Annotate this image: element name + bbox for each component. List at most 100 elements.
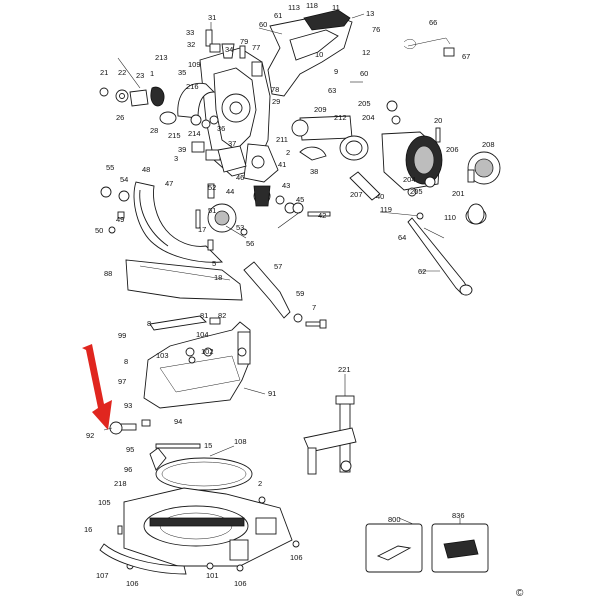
part-label: 37: [228, 139, 236, 148]
part-label: 800: [388, 515, 401, 524]
part-label: 96: [124, 465, 132, 474]
part-label: 119: [380, 205, 392, 214]
part-label: 32: [187, 40, 195, 49]
part-label: 66: [429, 18, 437, 27]
part-label: 60: [259, 20, 267, 29]
part-label: 46: [236, 173, 244, 182]
part-label: 29: [272, 97, 280, 106]
part-label: 9: [334, 67, 338, 76]
part-label: 47: [165, 179, 173, 188]
part-label: 113: [288, 3, 300, 12]
part-label: 102: [201, 347, 214, 356]
part-label: 17: [198, 225, 206, 234]
part-label: 44: [226, 187, 234, 196]
part-label: 34: [225, 45, 233, 54]
part-label: 213: [155, 53, 168, 62]
part-label: 77: [252, 43, 260, 52]
part-label: 48: [142, 165, 150, 174]
part-label: 76: [372, 25, 380, 34]
part-label: 42: [318, 211, 326, 220]
part-label: 81: [200, 311, 208, 320]
part-label: 64: [398, 233, 406, 242]
part-label: 205: [410, 187, 423, 196]
part-label: 118: [306, 1, 318, 10]
part-label: 108: [234, 437, 247, 446]
part-label: 56: [246, 239, 254, 248]
part-label: 94: [174, 417, 182, 426]
part-label: 12: [362, 48, 370, 57]
part-label: 18: [214, 273, 222, 282]
part-label: 2: [286, 148, 290, 157]
part-label: 204: [362, 113, 375, 122]
part-label: 26: [116, 113, 124, 122]
part-label: 15: [204, 441, 212, 450]
part-label: 2: [258, 479, 262, 488]
part-label: 53: [236, 223, 244, 232]
part-label: 215: [168, 131, 181, 140]
part-label: 1: [150, 69, 154, 78]
part-label: 95: [126, 445, 134, 454]
part-label: 55: [106, 163, 114, 172]
part-label: 218: [114, 479, 127, 488]
part-label: 207: [350, 190, 363, 199]
part-label: 88: [104, 269, 112, 278]
part-label: 31: [208, 13, 216, 22]
part-label: 16: [84, 525, 92, 534]
part-label: 106: [290, 553, 303, 562]
part-label: 52: [208, 183, 216, 192]
part-label: 221: [338, 365, 351, 374]
part-label: 99: [118, 331, 126, 340]
part-label: 61: [274, 11, 282, 20]
part-label: 13: [366, 9, 374, 18]
part-label: 35: [178, 68, 186, 77]
part-label: 78: [271, 85, 279, 94]
part-label: 836: [452, 511, 465, 520]
parts-drawing: [99, 9, 501, 575]
part-label: 103: [156, 351, 169, 360]
part-label: 50: [95, 226, 103, 235]
part-label: 5: [212, 259, 216, 268]
part-label: 67: [462, 52, 470, 61]
part-label: 109: [188, 60, 201, 69]
part-label: 49: [116, 215, 124, 224]
part-label: 60: [360, 69, 368, 78]
part-label: 28: [150, 126, 158, 135]
part-label: 51: [208, 206, 216, 215]
part-label: 212: [334, 113, 347, 122]
part-label: 7: [312, 303, 316, 312]
part-label: 39: [178, 145, 186, 154]
arrow-icon: [82, 344, 112, 430]
part-label: 93: [124, 401, 132, 410]
part-label: 62: [418, 267, 426, 276]
part-label: 21: [100, 68, 108, 77]
part-label: 92: [86, 431, 94, 440]
part-label: 3: [174, 154, 178, 163]
part-label: 91: [268, 389, 276, 398]
part-label: 38: [310, 167, 318, 176]
part-label: 8: [124, 357, 128, 366]
part-label: 211: [276, 135, 288, 144]
part-label: 33: [186, 28, 194, 37]
part-label: 204: [403, 175, 416, 184]
part-label: 82: [218, 311, 226, 320]
part-label: 57: [274, 262, 282, 271]
part-label: 106: [126, 579, 139, 588]
part-label: 208: [482, 140, 495, 149]
copyright-symbol: ©: [516, 588, 524, 599]
part-label: 54: [120, 175, 128, 184]
part-label: 41: [278, 160, 286, 169]
part-label: 43: [282, 181, 290, 190]
part-number-labels: 31 33 32 34 79 77 61 113 118 11 13 60 76…: [84, 1, 524, 599]
part-label: 63: [328, 86, 336, 95]
part-label: 107: [96, 571, 109, 580]
part-label: 216: [186, 82, 199, 91]
part-label: 45: [296, 195, 304, 204]
part-label: 209: [314, 105, 327, 114]
part-label: 8: [147, 319, 151, 328]
part-label: 206: [446, 145, 459, 154]
part-label: 201: [452, 189, 465, 198]
part-label: 101: [206, 571, 219, 580]
part-label: 79: [240, 37, 248, 46]
red-pointer-arrow: [82, 344, 112, 430]
